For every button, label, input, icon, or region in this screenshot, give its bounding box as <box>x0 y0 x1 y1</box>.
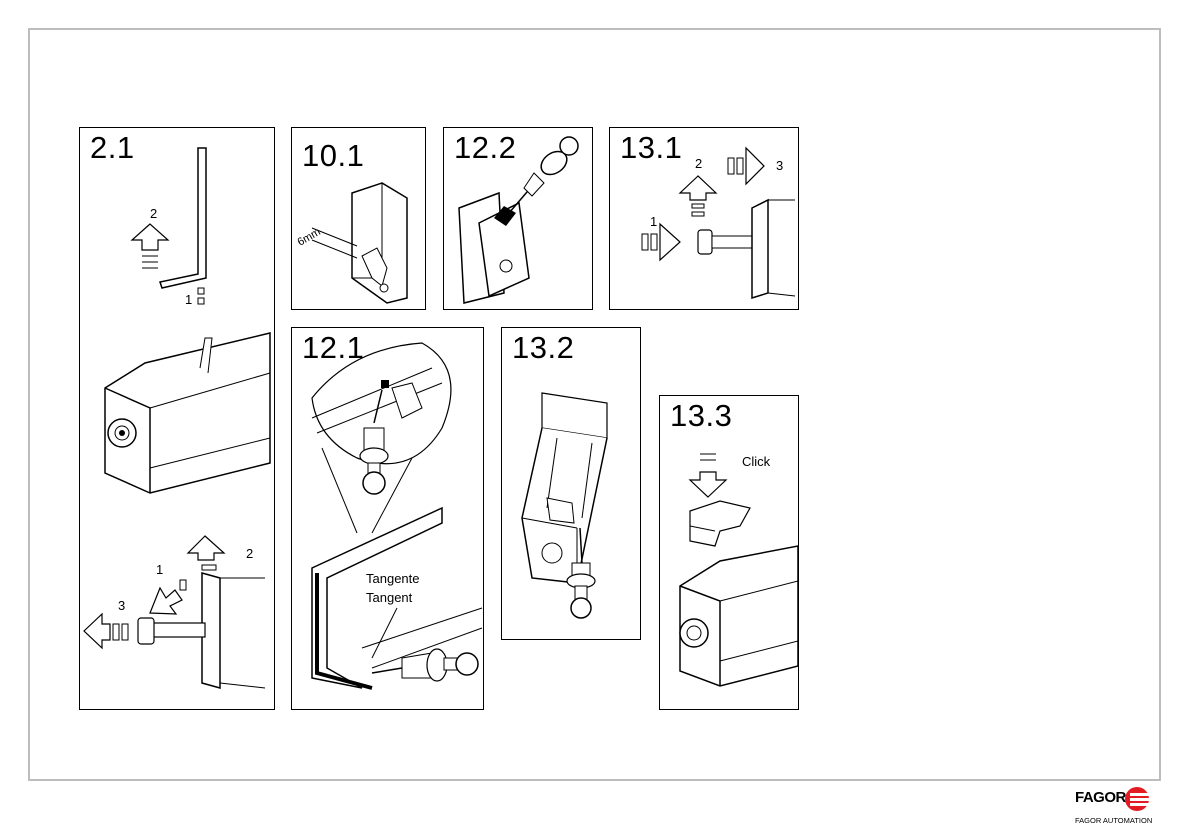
mounting-sequence-illustration: 2 3 1 <box>610 128 799 310</box>
step-1-top-label: 1 <box>185 292 192 307</box>
tangent-label-en: Tangent <box>366 590 413 605</box>
step-1-label: 1 <box>650 214 657 229</box>
reader-head-illustration <box>502 328 641 640</box>
step-2-bottom-label: 2 <box>246 546 253 561</box>
step-2-top-label: 2 <box>150 206 157 221</box>
cable-clip-illustration <box>444 128 593 310</box>
panel-13-3: 13.3 Click <box>659 395 799 710</box>
fagor-logo: FAGOR FAGOR AUTOMATION <box>1075 785 1160 825</box>
step-3-bottom-label: 3 <box>118 598 125 613</box>
panel-13-1: 13.1 2 3 1 <box>609 127 799 310</box>
step-1-bottom-label: 1 <box>156 562 163 577</box>
panel-12-1: 12.1 Tangente Tangent <box>291 327 484 710</box>
panel-10-1: 10.1 6mm <box>291 127 426 310</box>
step-3-label: 3 <box>776 158 783 173</box>
logo-brand: FAGOR <box>1075 789 1126 806</box>
panel-13-2: 13.2 <box>501 327 641 640</box>
tangent-label-es: Tangente <box>366 571 420 586</box>
click-label: Click <box>742 454 771 469</box>
panel-2-1: 2.1 2 1 2 1 <box>79 127 275 710</box>
logo-subtitle: FAGOR AUTOMATION <box>1075 816 1152 825</box>
hex-key-removal-illustration: 2 1 2 1 3 <box>80 128 275 710</box>
profile-cross-section-illustration: 6mm <box>292 128 426 310</box>
cover-click-illustration: Click <box>660 396 799 710</box>
sealing-lip-illustration: Tangente Tangent <box>292 328 484 710</box>
panel-12-2: 12.2 <box>443 127 593 310</box>
step-2-label: 2 <box>695 156 702 171</box>
logo-mark-icon <box>1125 787 1149 811</box>
dimension-label: 6mm <box>296 226 323 249</box>
